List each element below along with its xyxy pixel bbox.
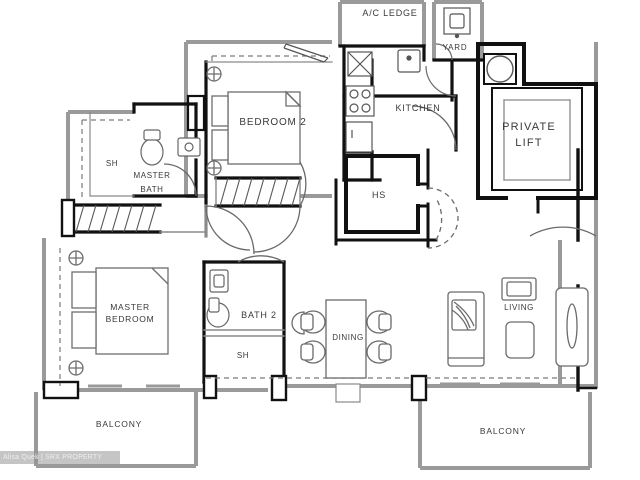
room-label-master-bedroom: MASTER (110, 302, 150, 312)
window-blind-bedroom2 (283, 43, 329, 63)
console-table (335, 383, 361, 403)
room-label-balcony-left: BALCONY (96, 419, 142, 429)
dashed-guides (59, 55, 578, 386)
room-label-bedroom-2: BEDROOM 2 (239, 117, 306, 128)
room-label-dining: DINING (332, 333, 364, 342)
ac-compressor (397, 49, 421, 73)
basin-master (177, 137, 201, 157)
armchair (501, 277, 537, 301)
room-label-master-bath-2: BATH (140, 185, 163, 194)
washing-machine (443, 7, 471, 39)
toilet-bath2 (206, 297, 230, 328)
room-label-shower-master: SH (106, 159, 118, 168)
sofa (447, 291, 485, 367)
kitchen-fridge (345, 121, 373, 153)
toilet-master (140, 129, 164, 166)
room-label-private-lift-2: LIFT (515, 137, 542, 149)
room-label-private-lift: PRIVATE (502, 121, 556, 133)
room-label-household-shelter: HS (372, 190, 386, 200)
kitchen-sink (347, 51, 373, 77)
room-label-balcony-right: BALCONY (480, 426, 526, 436)
room-label-master-bath: MASTER (134, 171, 171, 180)
room-label-master-bedroom-2: BEDROOM (106, 314, 155, 324)
watermark: Alisa Quek | SRX PROPERTY (0, 451, 120, 464)
window-marks (88, 382, 540, 388)
room-label-living: LIVING (504, 303, 534, 312)
heavy-walls (42, 42, 598, 402)
coffee-table (505, 321, 535, 359)
watermark-text: Alisa Quek | SRX PROPERTY (3, 454, 103, 461)
room-label-yard: YARD (443, 43, 468, 52)
room-label-bath-2: BATH 2 (241, 310, 277, 320)
room-label-kitchen: KITCHEN (395, 103, 440, 113)
bed-bedroom2 (206, 66, 302, 176)
room-label-ac-ledge: A/C LEDGE (362, 8, 417, 18)
lift-lobby-table (486, 55, 514, 83)
door-swings (163, 43, 597, 263)
wardrobe-hatching (75, 177, 301, 233)
basin-bath2 (209, 269, 229, 293)
room-label-shower-bath2: SH (237, 351, 249, 360)
bed-master (68, 250, 169, 376)
dining-chairs (291, 310, 392, 364)
kitchen-stove (345, 85, 375, 117)
dining-table (325, 299, 367, 379)
room-labels: A/C LEDGE YARD KITCHEN PRIVATE LIFT BEDR… (96, 8, 556, 436)
tv-console (555, 287, 589, 367)
